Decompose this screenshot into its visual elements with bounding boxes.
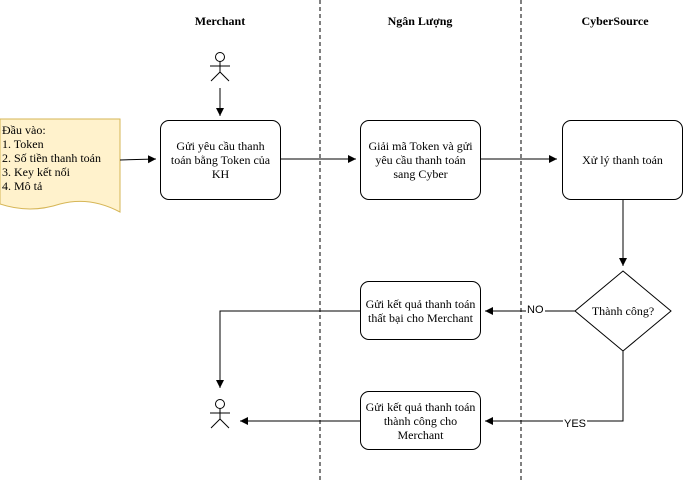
actor-top-icon [210, 52, 230, 82]
box-send-fail[interactable]: Gửi kết quả thanh toán thất bại cho Merc… [360, 281, 481, 340]
actor-bottom-icon [210, 399, 230, 429]
edge-decision-yes [485, 351, 624, 425]
box-process-payment[interactable]: Xử lý thanh toán [562, 120, 683, 200]
edge-label-no: NO [526, 304, 545, 316]
lane-title-ngan-luong: Ngân Lượng [387, 14, 453, 28]
box-send-success[interactable]: Gửi kết quả thanh toán thành công cho Me… [360, 391, 481, 450]
input-document-shape [0, 118, 121, 213]
edge-label-yes: YES [563, 418, 588, 430]
input-document-text: Đầu vào: 1. Token 2. Số tiền thanh toán … [2, 123, 101, 193]
lane-title-cybersource: CyberSource [581, 14, 649, 28]
decision-diamond [574, 270, 672, 352]
lane-title-merchant: Merchant [194, 14, 246, 28]
input-line-3: 3. Key kết nối [2, 165, 70, 179]
input-line-0: Đầu vào: [2, 123, 46, 137]
edge-input-to-request [119, 155, 157, 164]
box-decrypt-forward[interactable]: Giải mã Token và gửi yêu cầu thanh toán … [360, 120, 481, 200]
box-send-request[interactable]: Gửi yêu cầu thanh toán bằng Token của KH [160, 120, 281, 200]
edge-fail-to-actor [216, 310, 360, 388]
input-line-1: 1. Token [2, 137, 44, 151]
input-line-4: 4. Mô tả [2, 179, 43, 193]
decision-label: Thành công? [591, 304, 655, 318]
input-line-2: 2. Số tiền thanh toán [2, 151, 101, 165]
